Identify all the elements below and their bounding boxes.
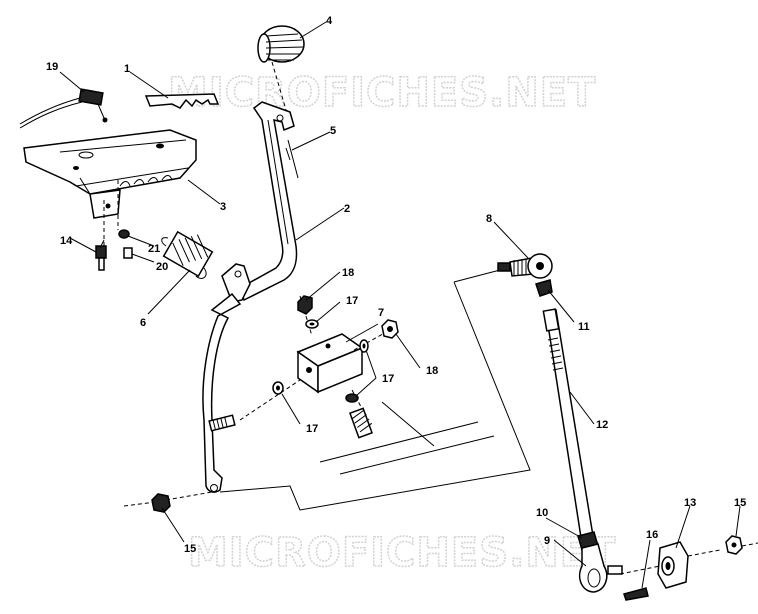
callout-3: 3 xyxy=(220,201,226,213)
callout-9: 9 xyxy=(544,535,550,547)
stud-at-lever xyxy=(208,414,236,432)
callout-21: 21 xyxy=(148,243,160,255)
pin-part-5 xyxy=(285,139,299,179)
callout-6: 6 xyxy=(140,317,146,329)
callout-13: 13 xyxy=(684,497,696,509)
spring-part-6 xyxy=(161,230,214,279)
rod-part-12 xyxy=(542,308,595,545)
washer-part-21 xyxy=(118,229,130,239)
watermark-bottom: MICROFICHES.NET xyxy=(188,530,616,576)
callout-8: 8 xyxy=(486,213,492,225)
rod-end-eye-part-9 xyxy=(578,543,623,593)
washer-part-17-bottom xyxy=(345,393,359,403)
callout-18-right: 18 xyxy=(426,365,438,377)
ball-stud-part-11 xyxy=(535,279,553,297)
callout-19: 19 xyxy=(46,61,58,73)
callout-5: 5 xyxy=(330,125,336,137)
callout-17-top: 17 xyxy=(346,295,358,307)
mounting-bracket-part-3 xyxy=(23,129,197,219)
callout-20: 20 xyxy=(156,261,168,273)
bolt-part-14 xyxy=(95,245,107,271)
knob-part-4 xyxy=(257,25,305,63)
callout-10: 10 xyxy=(536,507,548,519)
callout-2: 2 xyxy=(344,203,350,215)
ball-joint-part-8 xyxy=(497,253,553,279)
leader-lines xyxy=(59,21,741,589)
washer-part-17-right xyxy=(359,339,369,353)
lever-arm-part-2 xyxy=(202,101,298,493)
washer-part-17-left xyxy=(272,381,284,395)
nut-part-15-right xyxy=(725,535,743,555)
stud-under-block xyxy=(349,407,373,439)
callout-12: 12 xyxy=(596,419,608,431)
washer-part-17-top xyxy=(305,319,319,329)
callout-16: 16 xyxy=(646,529,658,541)
callout-15-right: 15 xyxy=(734,497,746,509)
flange-part-13 xyxy=(657,541,689,589)
callout-1: 1 xyxy=(124,63,130,75)
key-part-16 xyxy=(623,587,649,601)
watermark-top: MICROFICHES.NET xyxy=(168,70,596,116)
callout-11: 11 xyxy=(578,321,590,333)
nut-part-18-top xyxy=(297,295,313,315)
callout-4: 4 xyxy=(326,15,333,27)
block-part-7 xyxy=(296,333,364,394)
callout-18-top: 18 xyxy=(342,267,354,279)
bracket-plate-part-1 xyxy=(144,93,220,109)
nut-part-15-left xyxy=(151,493,171,513)
cable-connector-part-19 xyxy=(19,88,108,129)
callout-14: 14 xyxy=(60,235,73,247)
callout-17-left: 17 xyxy=(306,423,318,435)
callout-numbers: 19 1 3 4 5 2 14 21 20 6 18 17 7 18 17 17… xyxy=(46,15,746,555)
callout-7: 7 xyxy=(378,307,384,319)
pin-part-20 xyxy=(123,247,133,259)
nut-part-18-right xyxy=(381,319,399,339)
callout-17-right: 17 xyxy=(382,373,394,385)
callout-15-left: 15 xyxy=(184,543,196,555)
